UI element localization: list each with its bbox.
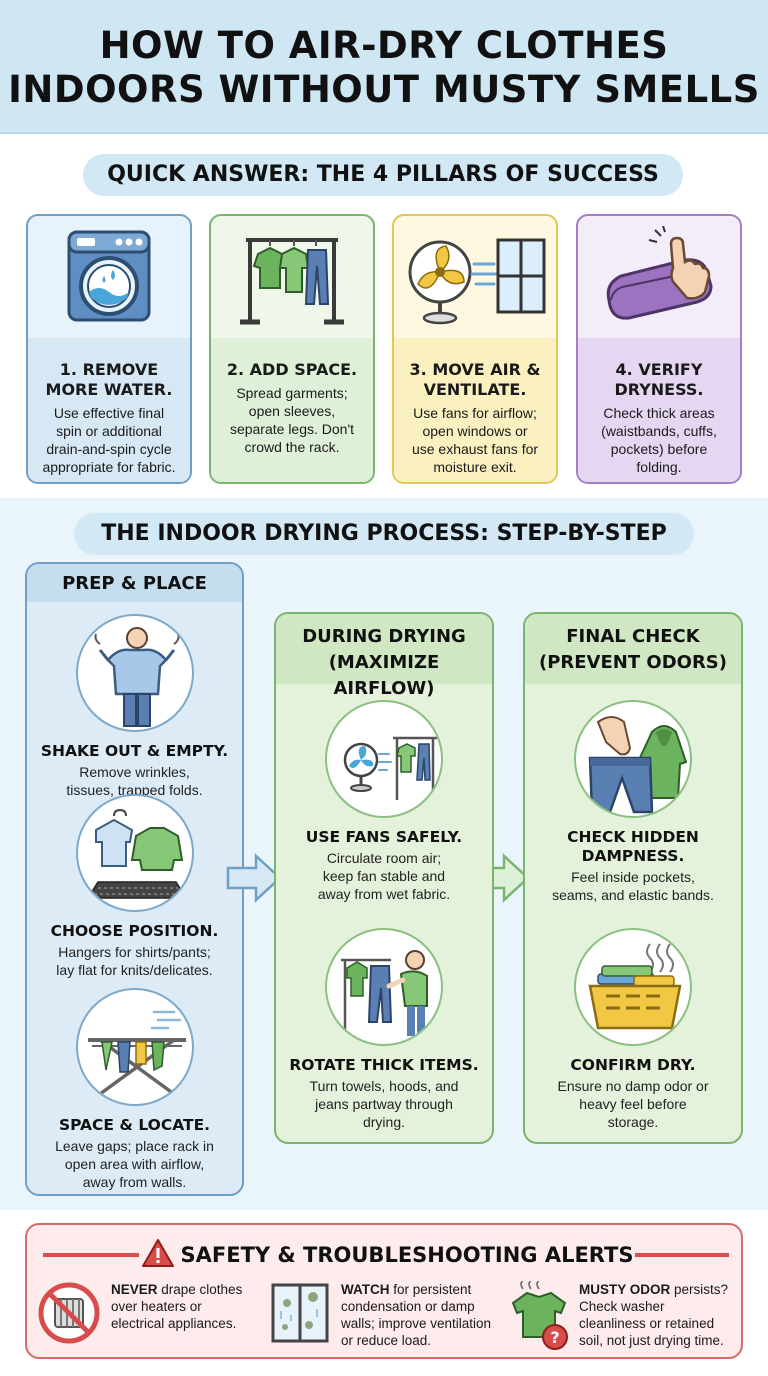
column-title: DURING DRYING(MAXIMIZE AIRFLOW) (276, 614, 492, 699)
svg-text:?: ? (550, 1328, 559, 1347)
washing-machine-icon (67, 230, 151, 322)
step-title: USE FANS SAFELY. (305, 828, 463, 846)
drying-rack-icon (87, 1010, 186, 1096)
title-line-1: HOW TO AIR-DRY CLOTHES (99, 24, 669, 67)
pillar-text: Check thick areas(waistbands, cuffs,pock… (601, 405, 717, 475)
safety-alerts-panel: SAFETY & TROUBLESHOOTING ALERTS NEVER dr… (25, 1223, 743, 1359)
step-text: Hangers for shirts/pants;lay flat for kn… (56, 944, 213, 978)
pillar-text: Spread garments;open sleeves,separate le… (229, 385, 355, 455)
pillar-card-add-space: 2. ADD SPACE. Spread garments;open sleev… (209, 214, 375, 484)
laundry-basket-icon (588, 943, 682, 1030)
column-title: FINAL CHECK(PREVENT ODORS) (525, 614, 741, 684)
step-use-fans-safely: USE FANS SAFELY. Circulate room air;keep… (276, 700, 492, 903)
step-rotate-thick-items: ROTATE THICK ITEMS. Turn towels, hoods, … (276, 928, 492, 1131)
step-title: CONFIRM DRY. (570, 1056, 696, 1074)
hanger-and-flat-sweater-icon (86, 808, 187, 899)
step-title: ROTATE THICK ITEMS. (289, 1056, 479, 1074)
alerts-divider (43, 1253, 139, 1257)
step-shake-out: SHAKE OUT & EMPTY. Remove wrinkles,tissu… (27, 614, 242, 799)
step-title: SHAKE OUT & EMPTY. (40, 742, 229, 760)
step-title: CHOOSE POSITION. (50, 922, 219, 940)
person-shaking-shirt-icon (94, 627, 179, 727)
folded-towel-hand-icon (606, 226, 713, 320)
prep-and-place-column: PREP & PLACE SHAKE OUT & EMPTY. Remove w… (25, 562, 244, 1196)
during-drying-column: DURING DRYING(MAXIMIZE AIRFLOW) USE FANS… (274, 612, 494, 1144)
alerts-heading: SAFETY & TROUBLESHOOTING ALERTS (139, 1235, 635, 1275)
title-line-2: INDOORS WITHOUT MUSTY SMELLS (8, 68, 760, 111)
no-heater-icon (38, 1282, 100, 1344)
alerts-divider (635, 1253, 729, 1257)
step-choose-position: CHOOSE POSITION. Hangers for shirts/pant… (27, 794, 242, 979)
column-title: PREP & PLACE (27, 564, 242, 602)
pillar-title: 3. MOVE AIR &VENTILATE. (409, 360, 541, 399)
clothes-rack-icon (240, 238, 344, 325)
step-text: Remove wrinkles,tissues, trapped folds. (66, 764, 203, 798)
process-heading: THE INDOOR DRYING PROCESS: STEP-BY-STEP (74, 513, 694, 555)
smelly-shirt-question-icon: ? (511, 1281, 568, 1350)
quick-answer-heading: QUICK ANSWER: THE 4 PILLARS OF SUCCESS (83, 154, 683, 196)
step-text: Feel inside pockets,seams, and elastic b… (552, 869, 714, 903)
arrow-right-icon (226, 853, 282, 903)
page-title: HOW TO AIR-DRY CLOTHES INDOORS WITHOUT M… (0, 24, 768, 112)
hand-checking-pocket-icon (588, 716, 688, 814)
warning-icon (141, 1239, 174, 1267)
title-banner: HOW TO AIR-DRY CLOTHES INDOORS WITHOUT M… (0, 0, 768, 134)
step-title: SPACE & LOCATE. (58, 1116, 211, 1134)
pillar-card-move-air: 3. MOVE AIR &VENTILATE. Use fans for air… (392, 214, 558, 484)
moldy-window-icon (271, 1283, 329, 1343)
step-space-and-locate: SPACE & LOCATE. Leave gaps; place rack i… (27, 988, 242, 1191)
fan-window-icon (408, 238, 546, 325)
person-rotating-jeans-icon (341, 950, 428, 1036)
fan-and-rack-icon (343, 736, 437, 800)
pillar-title: 2. ADD SPACE. (226, 360, 358, 379)
